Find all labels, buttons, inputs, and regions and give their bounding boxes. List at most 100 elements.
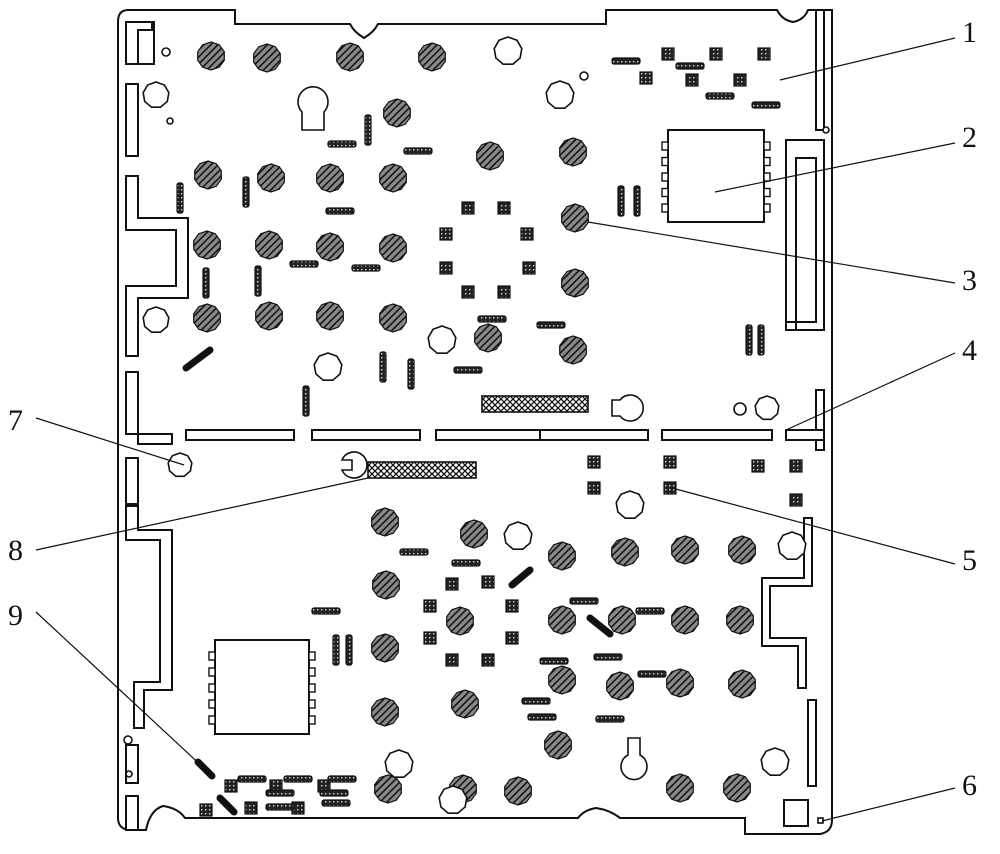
mounting-hole	[143, 307, 169, 332]
ic-chip-lower	[215, 640, 309, 734]
keyhole-slot	[298, 87, 328, 130]
smd-component	[758, 48, 770, 60]
chip-pin	[209, 652, 215, 660]
chip-pin	[662, 158, 668, 166]
solder-pad	[194, 304, 221, 332]
smd-resistor	[540, 658, 568, 664]
smd-resistor-vertical	[758, 325, 764, 355]
smd-resistor	[452, 560, 480, 566]
solder-pad	[380, 164, 407, 192]
board-group	[118, 10, 832, 834]
chip-pin	[309, 652, 315, 660]
diagonal-component	[512, 570, 530, 585]
left-slot	[126, 372, 138, 434]
mounting-hole	[314, 353, 342, 380]
solder-pad	[317, 164, 344, 192]
separation-slot	[786, 430, 824, 440]
smd-component	[440, 262, 452, 274]
smd-component	[506, 600, 518, 612]
smd-resistor	[522, 698, 550, 704]
keyhole-slot	[342, 452, 367, 478]
smd-resistor	[478, 316, 506, 322]
solder-pad	[612, 538, 639, 566]
separation-slot	[662, 430, 772, 440]
diagonal-component	[590, 618, 610, 634]
smd-resistor	[238, 776, 266, 782]
mounting-hole	[755, 396, 779, 419]
chip-pin	[309, 700, 315, 708]
chip-pin	[764, 158, 770, 166]
leader-line	[36, 478, 368, 550]
smd-resistor	[537, 322, 565, 328]
smd-component	[790, 460, 802, 472]
solder-pad	[549, 666, 576, 694]
chip-pin	[764, 204, 770, 212]
chip-pin	[309, 668, 315, 676]
smd-component	[446, 654, 458, 666]
solder-pad	[727, 606, 754, 634]
solder-pad	[672, 536, 699, 564]
smd-component	[200, 804, 212, 816]
smd-resistor	[322, 800, 350, 806]
left-slot	[126, 796, 138, 830]
solder-pad	[254, 44, 281, 72]
smd-resistor	[352, 265, 380, 271]
smd-resistor	[594, 654, 622, 660]
mounting-hole	[494, 37, 522, 64]
separation-slot	[186, 430, 294, 440]
smd-component	[506, 632, 518, 644]
solder-pad	[609, 606, 636, 634]
solder-pad	[419, 43, 446, 71]
left-slot	[126, 84, 138, 156]
leader-line	[780, 38, 955, 80]
solder-pad	[729, 670, 756, 698]
smd-component	[752, 460, 764, 472]
chip-pin	[209, 716, 215, 724]
mounting-hole	[385, 750, 413, 777]
solder-pad	[505, 777, 532, 805]
smd-resistor-vertical	[408, 359, 414, 389]
smd-component	[521, 228, 533, 240]
smd-component	[498, 202, 510, 214]
smd-resistor-vertical	[243, 177, 249, 207]
right-upper-slot	[786, 140, 824, 330]
chip-pin	[764, 189, 770, 197]
smd-resistor-vertical	[203, 268, 209, 298]
solder-pad	[545, 731, 572, 759]
solder-pad	[672, 606, 699, 634]
small-hole	[823, 127, 829, 133]
chip-pin	[309, 716, 315, 724]
smd-resistor-vertical	[746, 325, 752, 355]
smd-resistor	[266, 804, 294, 810]
mounting-hole	[168, 453, 192, 476]
callout-label-7: 7	[8, 404, 23, 437]
smd-resistor	[312, 608, 340, 614]
smd-component	[523, 262, 535, 274]
solder-pad	[560, 336, 587, 364]
keyhole-slot	[612, 395, 643, 421]
chip-pin	[209, 684, 215, 692]
smd-resistor	[636, 608, 664, 614]
smd-resistor	[326, 208, 354, 214]
solder-pad	[256, 231, 283, 259]
smd-resistor-vertical	[177, 183, 183, 213]
smd-component	[245, 802, 257, 814]
smd-resistor-vertical	[380, 352, 386, 382]
smd-resistor	[528, 714, 556, 720]
solder-pad	[461, 520, 488, 548]
smd-component	[664, 456, 676, 468]
separation-slot	[312, 430, 420, 440]
connector-strip	[482, 396, 588, 412]
separation-slot	[138, 434, 172, 444]
solder-pad	[384, 99, 411, 127]
chip-pin	[209, 700, 215, 708]
callout-label-6: 6	[962, 769, 977, 802]
solder-pad	[317, 233, 344, 261]
callout-label-4: 4	[962, 334, 977, 367]
chip-pin	[662, 142, 668, 150]
leader-line	[588, 222, 955, 283]
right-slot	[808, 700, 816, 786]
solder-pad	[380, 304, 407, 332]
solder-pad	[477, 142, 504, 170]
